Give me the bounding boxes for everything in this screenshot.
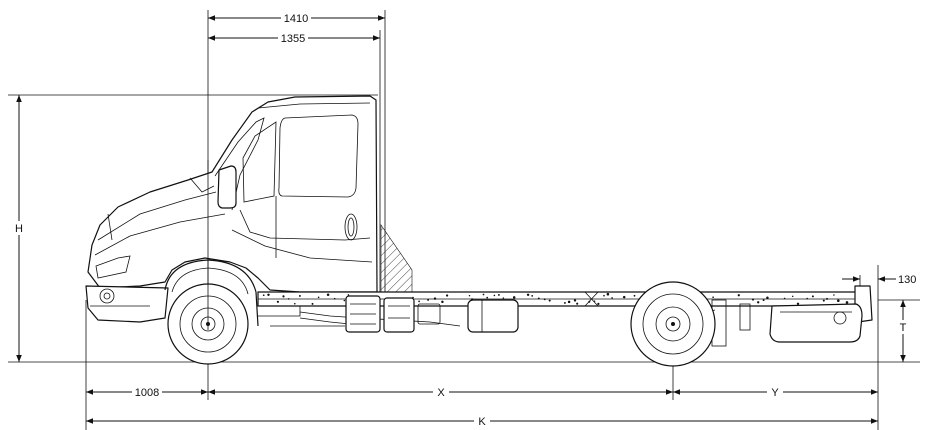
dim-label-height: H [15,223,23,235]
rivet-dot [427,298,430,301]
rivet-dot [783,297,786,300]
rivet-dot [751,298,755,301]
dim-label-rear-overhang: Y [771,387,779,399]
rivet-dot [512,296,516,299]
rivet-dot [811,295,814,298]
rivet-dot [497,293,500,296]
cab-back-hatch [380,224,413,293]
rivet-dot [845,301,849,304]
dimension-frame-height: T [896,300,910,362]
dimension-wheelbase: X [208,385,673,399]
dim-label-1008: 1008 [135,387,159,399]
underbody-components [299,291,863,347]
rivet-dot [573,299,577,302]
rivet-dot [543,298,546,301]
rivet-dot [502,297,505,299]
dim-label-frame-height: T [900,322,907,334]
rivet-dot [737,294,740,297]
rivet-dot [567,300,571,304]
rivet-dot [611,297,613,299]
rivet-dot [486,296,489,299]
rivet-dot [833,294,835,296]
rivet-dot [294,302,296,305]
dim-label-1355: 1355 [281,33,305,45]
truck-cab [85,95,378,327]
rivet-dot [576,302,579,305]
rivet-dot [343,299,346,302]
rivet-dot [267,293,270,297]
rivet-dot [262,294,265,297]
dim-label-130: 130 [898,274,916,286]
rivet-dot [603,294,605,297]
rivet-dot [791,295,794,298]
rivet-dot [276,300,279,303]
dim-label-wheelbase: X [437,387,445,399]
rivet-dot [563,301,566,304]
rivet-dot [445,294,449,297]
dim-label-total-length: K [478,416,486,428]
rivet-dot [433,297,437,300]
rivet-dot [531,295,534,297]
rivet-dot [333,297,336,300]
dim-label-1410: 1410 [284,13,308,25]
dimension-1355: 1355 [208,31,380,45]
dimension-total-length: K [86,414,878,428]
rivet-dot [806,297,808,300]
rivet-dot [597,302,600,305]
rivet-dot [606,292,610,296]
rivet-dot [482,293,485,296]
rivet-dot [282,295,285,298]
rivet-dot [311,302,314,305]
rivet-dot [796,302,800,305]
dimension-1410: 1410 [208,11,385,25]
rivet-dot [766,296,769,300]
rivet-dot [633,294,636,297]
rivet-dot [537,297,540,300]
dimension-rear-overhang: Y [673,385,878,399]
rivet-dot [712,296,714,299]
rivet-dot [317,296,320,299]
rivet-dot [493,294,496,297]
rivet-dot [418,300,420,303]
rivet-dot [347,294,350,296]
rivet-dot [287,298,290,300]
rivet-dot [548,299,551,302]
dimension-130: 130 [842,274,916,286]
dimension-1008: 1008 [86,385,208,399]
rear-wheel [630,281,716,367]
rivet-dot [441,300,444,304]
rivet-dot [468,294,471,297]
rivet-dot [757,301,760,304]
rivet-dot [837,299,840,302]
dimension-height: H [12,95,26,362]
rivet-dot [826,297,828,300]
rivet-dot [762,299,765,302]
rivet-dot [822,299,825,302]
rivet-dot [526,293,530,297]
rivet-dot [622,295,626,299]
rivet-dot [326,293,330,297]
rivet-dot [298,294,301,297]
